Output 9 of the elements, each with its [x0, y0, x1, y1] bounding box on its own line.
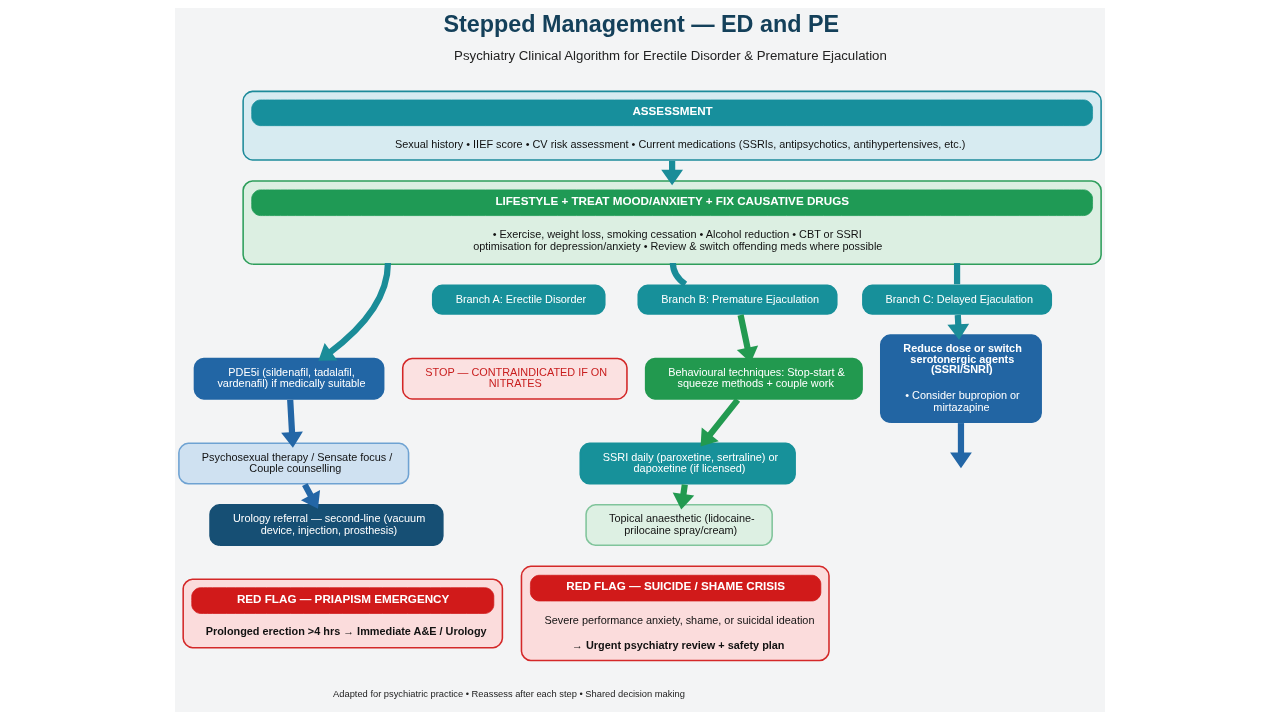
- diagram-title: Stepped Management — ED and PE: [443, 11, 840, 38]
- connector: [953, 263, 961, 285]
- label: Psychiatry Clinical Algorithm for Erectile Disorder & Premature Ejaculation: [454, 48, 887, 64]
- arrow: [318, 262, 392, 361]
- arrow: [281, 399, 303, 448]
- arrow: [950, 423, 972, 469]
- connector: [669, 262, 688, 287]
- arrow: [700, 397, 741, 447]
- label: Adapted for psychiatric practice • Reassess after each step • Shared decision making: [333, 689, 685, 700]
